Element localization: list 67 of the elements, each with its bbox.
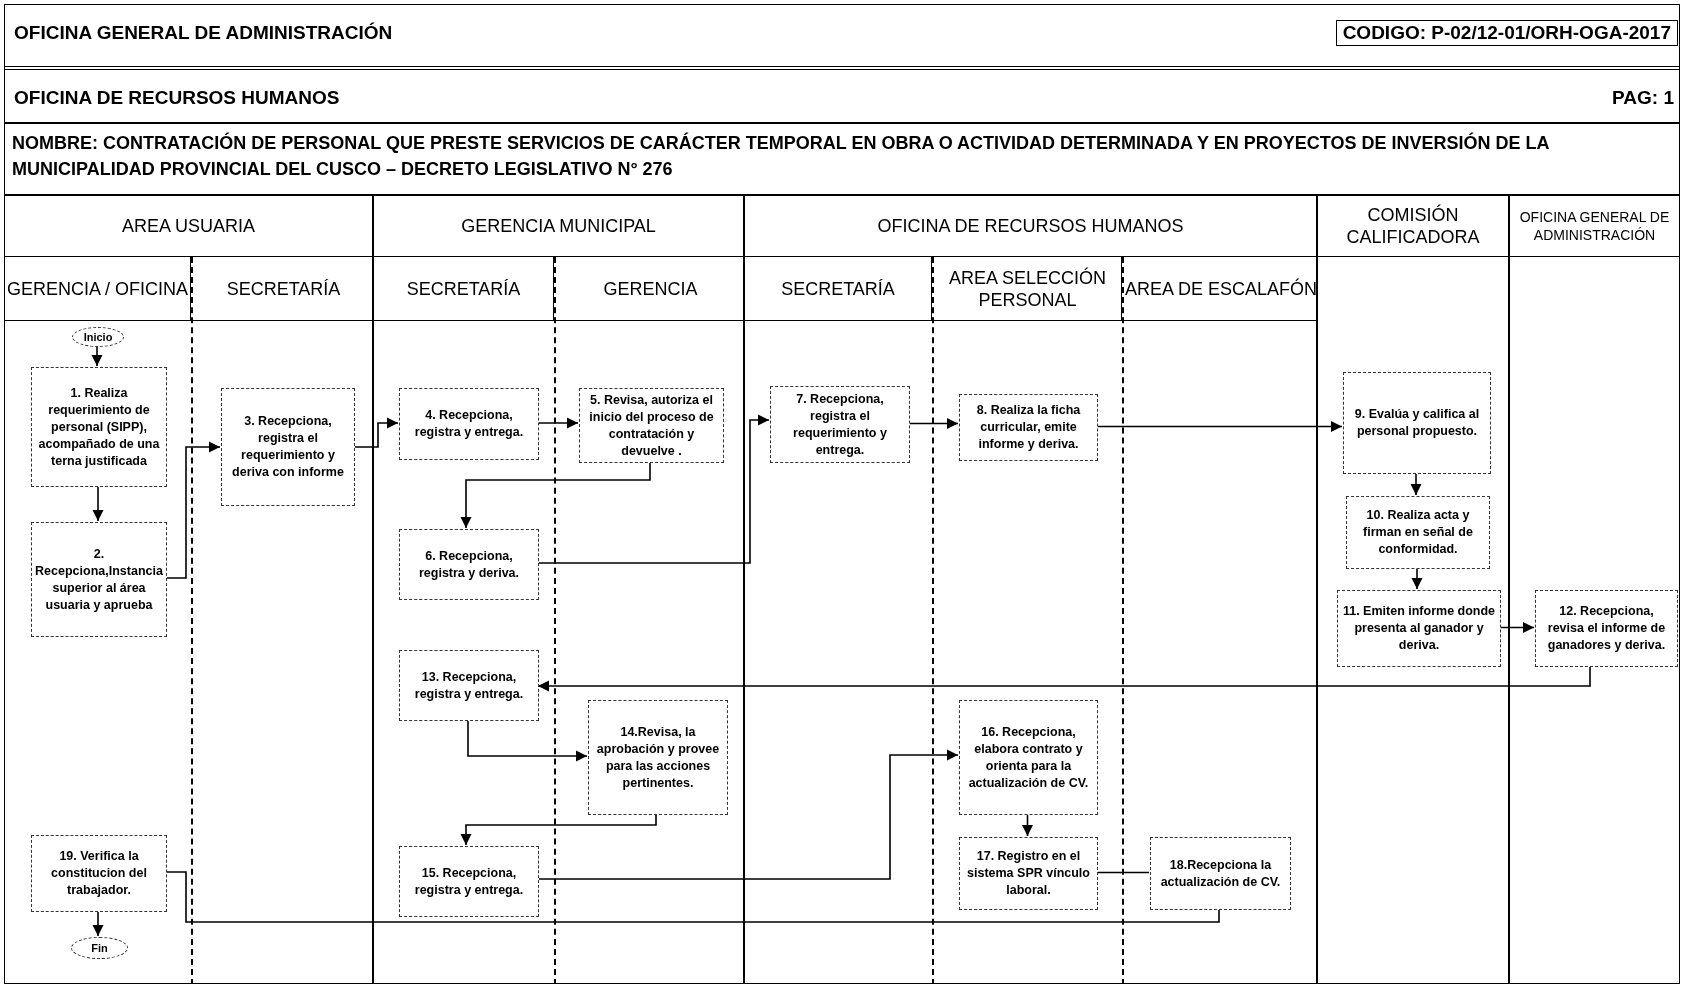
arrow bbox=[91, 345, 103, 367]
process-step: 8. Realiza la ficha curricular, emite informe y deriva. bbox=[959, 394, 1098, 461]
lane-heading: AREA USUARIA bbox=[121, 215, 255, 237]
process-step: 11. Emiten informe donde presenta al ganador y deriva. bbox=[1337, 590, 1501, 667]
arrow bbox=[537, 417, 579, 429]
arrow bbox=[92, 485, 104, 522]
process-step: 9. Evalúa y califica al personal propuesto. bbox=[1343, 372, 1491, 474]
arrow bbox=[1499, 621, 1535, 634]
lane-heading: GERENCIA MUNICIPAL bbox=[461, 215, 656, 237]
process-step: 17. Registro en el sistema SPR vínculo laboral. bbox=[959, 837, 1098, 910]
arrow bbox=[92, 910, 104, 937]
lane-heading: OFICINA GENERAL DE ADMINISTRACIÓN bbox=[1518, 208, 1671, 244]
document-code: CODIGO: P-02/12-01/ORH-OGA-2017 bbox=[1335, 20, 1678, 46]
process-step: 13. Recepciona, registra y entrega. bbox=[399, 650, 539, 721]
lane-heading: GERENCIA / OFICINA bbox=[7, 277, 188, 300]
diagram-title: NOMBRE: CONTRATACIÓN DE PERSONAL QUE PRESTE SERVICIOS DE CARÁCTER TEMPORAL EN OBRA O ACTIVIDAD DETERMINADA Y EN PROYECTOS DE INVERSIÓN DE LA MUNICIPALIDAD PROVINCIAL DEL CUSCO – DECRETO LEGISLATIVO N° 276 bbox=[12, 131, 1550, 181]
arrow bbox=[353, 417, 399, 448]
process-step: 6. Recepciona, registra y deriva. bbox=[399, 529, 539, 600]
lane-heading: COMISIÓN CALIFICADORA bbox=[1345, 204, 1481, 248]
process-step: 3. Recepciona, registra el requerimiento y deriva con informe bbox=[221, 388, 355, 506]
arrow bbox=[1021, 813, 1034, 837]
connector-line bbox=[165, 871, 1220, 923]
lane-heading: SECRETARÍA bbox=[226, 277, 341, 300]
arrow bbox=[460, 813, 657, 846]
connector-line bbox=[1096, 871, 1150, 874]
swimlane-group bbox=[4, 195, 373, 984]
lane-heading: AREA DE ESCALAFÓN bbox=[1124, 277, 1318, 300]
swimlane bbox=[5, 257, 193, 984]
arrow bbox=[1096, 420, 1343, 433]
process-step: 2. Recepciona,Instancia superior al área usuaria y aprueba bbox=[31, 522, 167, 637]
page-number: PAG: 1 bbox=[1612, 87, 1674, 109]
swimlane-group bbox=[1317, 195, 1509, 984]
arrow bbox=[537, 749, 959, 880]
terminator-oval: Fin bbox=[71, 937, 128, 959]
header-label: OFICINA DE RECURSOS HUMANOS bbox=[14, 87, 340, 109]
swimlane-group bbox=[373, 195, 744, 984]
process-step: 1. Realiza requerimiento de personal (SIPP), acompañado de una terna justificada bbox=[31, 367, 167, 487]
swimlane-group bbox=[1509, 195, 1680, 984]
terminator-oval: Inicio bbox=[72, 327, 124, 347]
swimlane bbox=[745, 257, 934, 984]
swimlane bbox=[934, 257, 1124, 984]
process-step: 10. Realiza acta y firman en señal de conformidad. bbox=[1346, 496, 1490, 569]
arrow bbox=[908, 417, 959, 430]
process-step: 12. Recepciona, revisa el informe de ganadores y deriva. bbox=[1535, 590, 1678, 667]
process-step: 15. Recepciona, registra y entrega. bbox=[399, 846, 539, 917]
arrow bbox=[460, 461, 651, 529]
arrow bbox=[467, 719, 588, 762]
process-step: 16. Recepciona, elabora contrato y orienta para la actualización de CV. bbox=[959, 700, 1098, 815]
lane-heading: OFICINA DE RECURSOS HUMANOS bbox=[877, 215, 1184, 237]
process-step: 19. Verifica la constitucion del trabajador. bbox=[31, 835, 167, 912]
header-label: OFICINA GENERAL DE ADMINISTRACIÓN bbox=[14, 22, 393, 44]
lane-heading: SECRETARÍA bbox=[406, 277, 521, 300]
arrow bbox=[1410, 472, 1422, 496]
process-step: 4. Recepciona, registra y entrega. bbox=[399, 388, 539, 460]
process-step: 18.Recepciona la actualización de CV. bbox=[1150, 837, 1291, 910]
process-step: 7. Recepciona, registra el requerimiento y entrega. bbox=[770, 386, 910, 463]
process-step: 14.Revisa, la aprobación y provee para las acciones pertinentes. bbox=[588, 700, 728, 815]
arrow bbox=[1411, 567, 1423, 590]
arrow bbox=[537, 414, 770, 564]
process-step: 5. Revisa, autoriza el inicio del proceso de contratación y devuelve . bbox=[579, 388, 724, 463]
swimlane-group bbox=[744, 195, 1317, 984]
lane-heading: AREA SELECCIÓN PERSONAL bbox=[947, 266, 1108, 311]
lane-heading: GERENCIA bbox=[603, 277, 698, 300]
arrow bbox=[537, 665, 1591, 692]
swimlane bbox=[374, 257, 556, 984]
arrow bbox=[165, 441, 221, 579]
lane-heading: SECRETARÍA bbox=[781, 277, 895, 300]
